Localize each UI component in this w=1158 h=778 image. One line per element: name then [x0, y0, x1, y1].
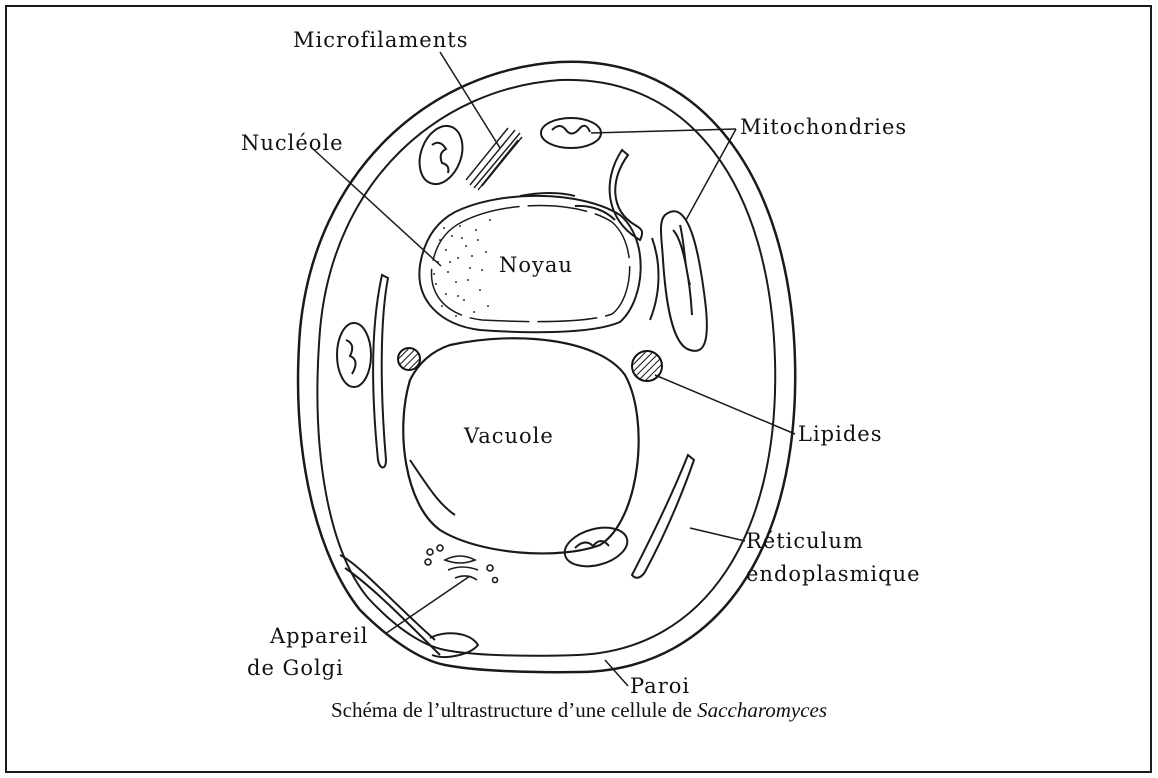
label-de-golgi: de Golgi: [247, 656, 344, 680]
leader-lines: [312, 52, 795, 686]
label-paroi: Paroi: [630, 674, 690, 698]
caption-genus: Saccharomyces: [697, 698, 827, 722]
label-endoplasmique: endoplasmique: [746, 562, 921, 586]
lipid-droplet-left: [398, 348, 420, 370]
caption-text: Schéma de l’ultrastructure d’une cellule…: [331, 698, 697, 722]
cell-wall-inner: [317, 80, 775, 656]
label-vacuole: Vacuole: [464, 424, 554, 448]
golgi-apparatus: [425, 545, 498, 583]
label-nucleole: Nucléole: [241, 131, 344, 155]
label-appareil: Appareil: [270, 624, 368, 648]
label-lipides: Lipides: [798, 422, 882, 446]
label-microfilaments: Microfilaments: [293, 28, 468, 52]
mitochondria: [337, 118, 707, 573]
label-reticulum: Réticulum: [746, 529, 864, 553]
label-mitochondries: Mitochondries: [740, 115, 907, 139]
label-noyau: Noyau: [499, 253, 573, 277]
figure-caption: Schéma de l’ultrastructure d’une cellule…: [0, 698, 1158, 723]
